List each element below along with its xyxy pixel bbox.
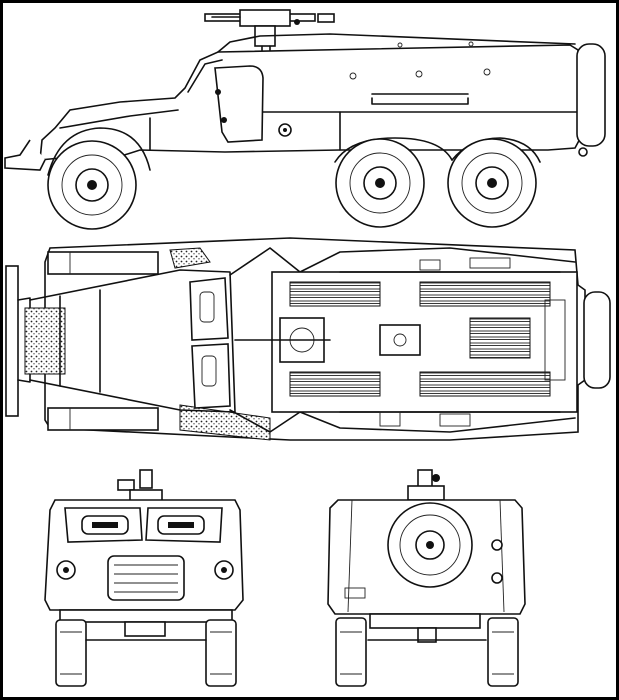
spare-tire-top [583, 291, 611, 389]
front-wheel [47, 140, 137, 230]
rear-wheel [447, 138, 537, 228]
side-door [214, 65, 264, 143]
rear-view [327, 469, 526, 687]
spare-tire-rear [387, 502, 473, 588]
side-view [4, 9, 606, 230]
spare-tire-side [576, 43, 606, 147]
front-view [44, 469, 244, 687]
middle-wheel [335, 138, 425, 228]
top-view [5, 237, 611, 441]
